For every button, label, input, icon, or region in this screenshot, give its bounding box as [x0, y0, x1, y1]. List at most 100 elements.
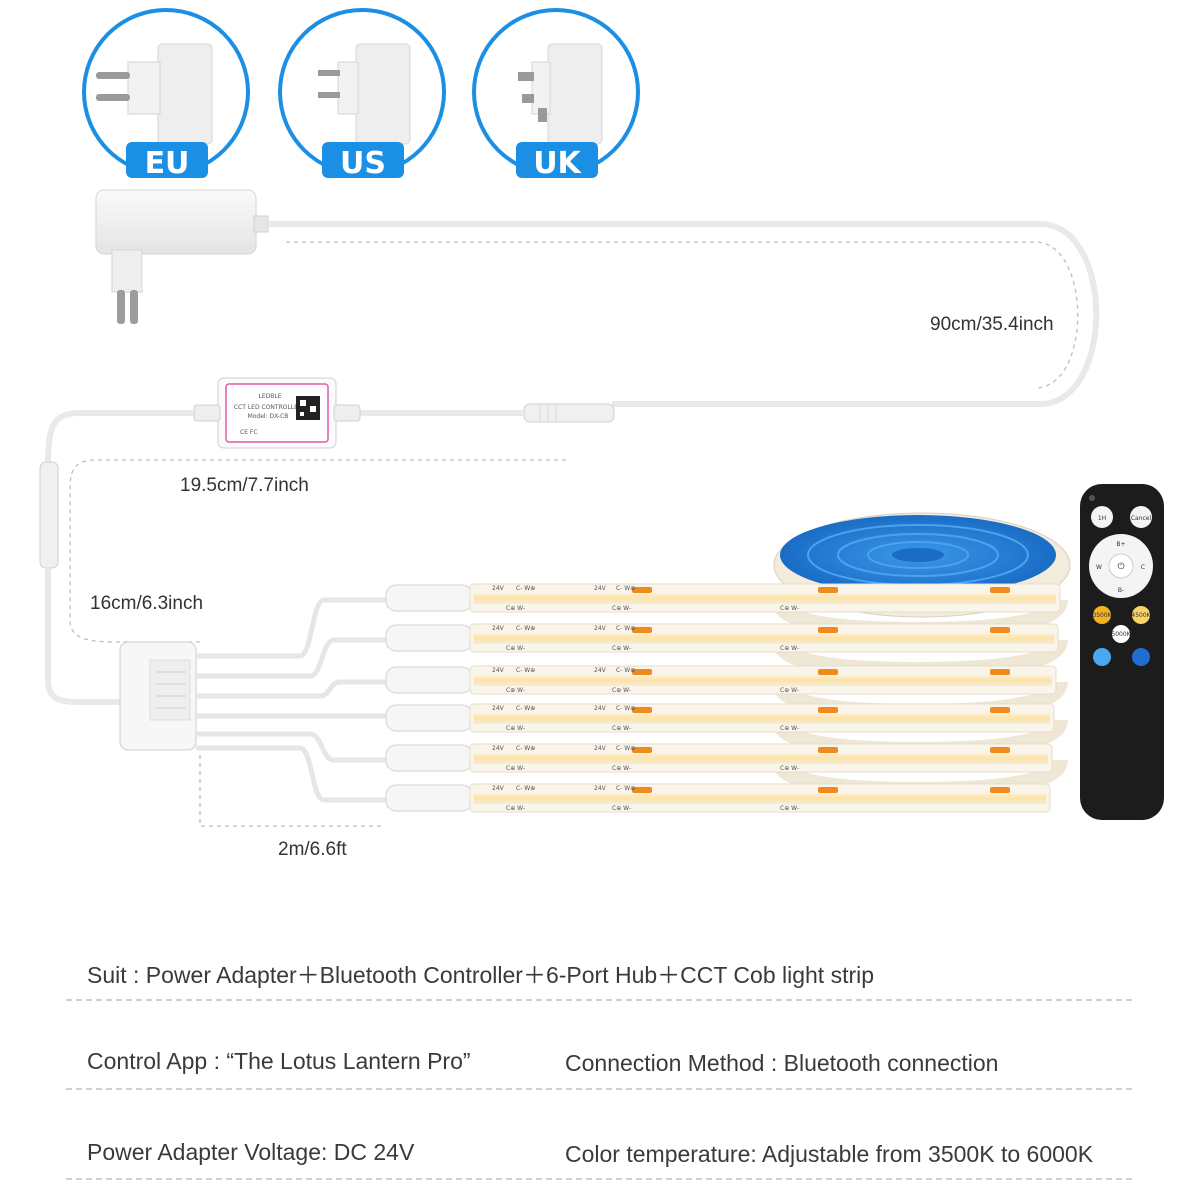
- strip-marking: C- W⊕: [616, 585, 635, 592]
- strip-marking: C⊕ W-: [780, 805, 799, 812]
- dc-connector: [523, 403, 615, 423]
- plug-label-eu: EU: [145, 146, 190, 181]
- strip-marking: C⊕ W-: [780, 725, 799, 732]
- strip-cut-marker: [632, 787, 652, 793]
- plug-eu: EU: [82, 8, 250, 181]
- ce-mark-icon: CE FC: [240, 429, 258, 436]
- strip-marking: 24V: [492, 667, 505, 674]
- remote-cancel-button: [1130, 506, 1152, 528]
- eu-badge: [126, 142, 208, 178]
- strip-marking: C⊕ W-: [780, 687, 799, 694]
- spec-suit: Suit : Power Adapter＋Bluetooth Controlle…: [87, 962, 875, 988]
- plug-uk: UK: [472, 8, 640, 181]
- strip-marking: C⊕ W-: [780, 605, 799, 612]
- strip-cut-marker: [632, 747, 652, 753]
- strip-marking: C- W⊕: [516, 625, 535, 632]
- strip-marking: 24V: [492, 745, 505, 752]
- remote-preset-1: [1093, 606, 1111, 624]
- strip-connector: [385, 784, 473, 812]
- adapter-cable: [268, 221, 1100, 407]
- strip-dimension-line: [199, 755, 384, 827]
- strip-cut-marker: [818, 747, 838, 753]
- strip-cut-marker: [632, 707, 652, 713]
- remote-cancel-label: Cancel: [1131, 515, 1152, 522]
- strip-cut-marker: [818, 787, 838, 793]
- strip-cut-marker: [818, 707, 838, 713]
- strip-cob-glow: [474, 713, 1050, 724]
- controller-brand: LEDBLE: [258, 393, 281, 400]
- controller-name: CCT LED CONTROLLER: [234, 404, 302, 411]
- plug-us: US: [278, 8, 446, 181]
- remote-preset-3: [1112, 625, 1130, 643]
- strip-marking: C- W⊕: [616, 785, 635, 792]
- power-icon: ⏻: [1117, 561, 1124, 572]
- strip-cut-marker: [990, 627, 1010, 633]
- strip-cob-glow: [474, 753, 1048, 764]
- strip-cob-glow: [474, 633, 1054, 644]
- dc-connector-2: [39, 461, 59, 569]
- strip-connector: [385, 624, 473, 652]
- strip-marking: C- W⊕: [516, 667, 535, 674]
- strip-marking: C⊕ W-: [612, 765, 631, 772]
- strip-cob-glow: [474, 793, 1046, 804]
- remote-1h-button: [1091, 506, 1113, 528]
- us-adapter-icon: [318, 43, 411, 145]
- strip-marking: 24V: [492, 785, 505, 792]
- strip-cut-marker: [990, 707, 1010, 713]
- strip-marking: C- W⊕: [616, 745, 635, 752]
- strip-cut-marker: [818, 669, 838, 675]
- strip-connector: [385, 584, 473, 612]
- strip-marking: C⊕ W-: [506, 765, 525, 772]
- strip-marking: C⊕ W-: [506, 605, 525, 612]
- strip-marking: C- W⊕: [516, 745, 535, 752]
- strip-connector: [385, 704, 473, 732]
- strip-cut-marker: [632, 669, 652, 675]
- strip-marking: C⊕ W-: [506, 805, 525, 812]
- remote-preset-2-label: 4500K: [1131, 612, 1151, 619]
- dimension-hub-cable: 16cm/6.3inch: [90, 593, 203, 614]
- strip-cob-glow: [474, 675, 1052, 686]
- remote-preset-2: [1132, 606, 1150, 624]
- strip-marking: C⊕ W-: [612, 725, 631, 732]
- hub-input-cable: [45, 568, 120, 705]
- strip-marking: 24V: [492, 705, 505, 712]
- strip-marking: C⊕ W-: [612, 805, 631, 812]
- strip-marking: C⊕ W-: [780, 765, 799, 772]
- strip-marking: C⊕ W-: [612, 645, 631, 652]
- strip-marking: C- W⊕: [616, 705, 635, 712]
- controller-output-cable: [45, 410, 194, 471]
- strip-cut-marker: [632, 627, 652, 633]
- strip-marking: 24V: [594, 705, 607, 712]
- hub-output-wires: [196, 597, 390, 803]
- six-port-hub: [119, 641, 197, 751]
- strip-marking: C⊕ W-: [612, 687, 631, 694]
- strip-cob-glow: [474, 593, 1056, 604]
- divider: [66, 1088, 1132, 1090]
- strip-marking: C⊕ W-: [612, 605, 631, 612]
- plug-label-uk: UK: [533, 146, 582, 181]
- remote-preset-1-label: 3500K: [1092, 612, 1112, 619]
- remote-blue-button-1: [1093, 648, 1111, 666]
- controller-model: Model: DX-CB: [248, 413, 289, 420]
- uk-adapter-icon: [518, 43, 603, 145]
- remote-bminus-label: B-: [1118, 587, 1124, 594]
- strip-cut-marker: [990, 747, 1010, 753]
- strip-marking: C- W⊕: [616, 667, 635, 674]
- qr-code-icon: [296, 396, 320, 420]
- dimension-strip-length: 2m/6.6ft: [278, 839, 347, 860]
- strip-marking: 24V: [594, 785, 607, 792]
- strip-marking: 24V: [594, 745, 607, 752]
- strip-marking: 24V: [594, 667, 607, 674]
- cob-strip: 24V C- W⊕ 24V C- W⊕ C⊕ W- C⊕ W- C⊕ W-: [385, 743, 1053, 773]
- divider: [66, 1178, 1132, 1180]
- bluetooth-controller: LEDBLE CCT LED CONTROLLER Model: DX-CB C…: [193, 377, 361, 449]
- uk-badge: [516, 142, 598, 178]
- eu-adapter-icon: [96, 43, 213, 145]
- spec-adapter-voltage: Power Adapter Voltage: DC 24V: [87, 1139, 415, 1165]
- plug-label-us: US: [340, 146, 386, 181]
- adapter-cable-dimension-line: [286, 241, 1079, 389]
- strip-cut-marker: [818, 587, 838, 593]
